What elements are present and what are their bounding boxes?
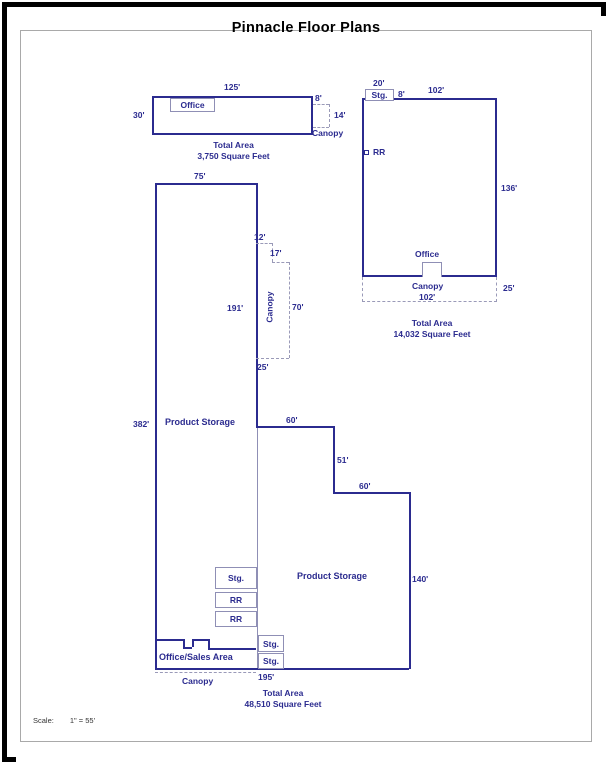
canopy-top-left-right-edge: [329, 104, 330, 127]
dim-main-canopy-top-offset: 12': [254, 232, 266, 242]
main-wing-step-wall: [333, 426, 335, 492]
room-main-restroom-lower: RR: [215, 611, 257, 627]
main-canopy-step-right: [272, 243, 273, 262]
total-area-main: Total Area 48,510 Square Feet: [233, 688, 333, 710]
scale-value: 1" = 55': [69, 716, 96, 725]
room-main-storage-low: Stg.: [258, 653, 284, 669]
dim-main-left-height: 382': [133, 419, 150, 429]
label-top-right-restroom: RR: [373, 147, 386, 157]
label-main-canopy-side: Canopy: [264, 291, 275, 323]
canopy-top-left-bottom-edge: [313, 127, 329, 128]
dim-main-top-width: 75': [194, 171, 206, 181]
main-canopy-right-edge: [289, 262, 290, 358]
restroom-fixture-icon: [364, 150, 369, 155]
dim-main-canopy-width: 25': [257, 362, 269, 372]
room-main-storage-mid: Stg.: [258, 635, 284, 652]
label-top-left-canopy: Canopy: [312, 128, 344, 138]
office-sales-notch-2-down: [208, 639, 210, 648]
dim-main-canopy-step: 17': [270, 248, 282, 258]
office-sales-top-edge-b: [183, 647, 192, 649]
scale-note: Scale: 1" = 55': [33, 716, 95, 725]
building-top-left-outline: [152, 96, 313, 135]
dim-top-right-top-width: 102': [428, 85, 445, 95]
total-area-top-left-label: Total Area: [213, 140, 254, 150]
main-canopy-step-top: [256, 243, 272, 244]
main-wing-right-wall: [409, 492, 411, 669]
main-wing-top-wall: [256, 426, 333, 428]
canopy-top-right: [362, 277, 497, 302]
label-main-product-storage-east: Product Storage: [297, 571, 368, 581]
room-top-left-office: Office: [170, 98, 215, 112]
main-inner-partition-line: [257, 426, 258, 668]
dim-main-wing-step-height: 51': [337, 455, 349, 465]
page-title: Pinnacle Floor Plans: [231, 20, 381, 36]
dim-top-right-canopy-width: 102': [419, 292, 436, 302]
total-area-main-label: Total Area: [262, 688, 304, 698]
dim-top-right-storage-width: 20': [373, 78, 385, 88]
room-top-right-office-box: [422, 262, 442, 277]
canopy-top-left-top-edge: [313, 104, 329, 105]
dim-main-wing-top-width: 60': [286, 415, 298, 425]
main-canopy-bottom-edge: [256, 358, 289, 359]
main-upper-right-wall: [256, 183, 258, 426]
label-top-right-office: Office: [415, 249, 440, 259]
main-wing-second-wall: [333, 492, 409, 494]
dim-top-left-canopy-width: 8': [315, 93, 322, 103]
dim-top-right-canopy-height: 25': [503, 283, 515, 293]
dim-main-wing-second-width: 60': [359, 481, 371, 491]
dim-top-left-height: 30': [133, 110, 145, 120]
label-main-office-sales: Office/Sales Area: [159, 652, 233, 662]
main-bottom-canopy-edge: [155, 672, 256, 673]
room-top-right-storage: Stg.: [365, 89, 394, 101]
label-top-right-canopy: Canopy: [412, 281, 444, 291]
main-canopy-upper-edge: [272, 262, 289, 263]
dim-top-left-canopy-height: 14': [334, 110, 346, 120]
total-area-top-right-label: Total Area: [411, 318, 453, 328]
main-left-wall: [155, 183, 157, 669]
room-main-restroom-upper: RR: [215, 592, 257, 608]
label-main-product-storage-north: Product Storage: [165, 417, 236, 427]
scale-label: Scale:: [33, 716, 54, 725]
dim-main-wing-right-height: 140': [412, 574, 429, 584]
office-sales-top-edge-d: [208, 648, 256, 650]
total-area-top-left: Total Area 3,750 Square Feet: [186, 140, 281, 162]
office-sales-top-edge-c: [192, 639, 208, 641]
dim-top-right-height: 136': [501, 183, 518, 193]
dim-main-canopy-height: 70': [292, 302, 304, 312]
office-sales-notch-1-down: [192, 639, 194, 647]
office-sales-notch-1-up: [183, 639, 185, 647]
room-main-storage-upper: Stg.: [215, 567, 257, 589]
dim-main-bottom-width: 195': [258, 672, 275, 682]
office-sales-top-edge-a: [155, 639, 183, 641]
main-bottom-wall: [155, 668, 409, 670]
label-main-canopy-bottom: Canopy: [182, 676, 214, 686]
main-top-wall: [155, 183, 256, 185]
total-area-main-value: 48,510 Square Feet: [244, 699, 322, 709]
dim-top-right-offset: 8': [398, 89, 405, 99]
total-area-top-right: Total Area 14,032 Square Feet: [382, 318, 482, 340]
total-area-top-left-value: 3,750 Square Feet: [197, 151, 270, 161]
total-area-top-right-value: 14,032 Square Feet: [393, 329, 471, 339]
dim-top-left-width: 125': [224, 82, 241, 92]
dim-main-upper-right-height: 191': [227, 303, 244, 313]
